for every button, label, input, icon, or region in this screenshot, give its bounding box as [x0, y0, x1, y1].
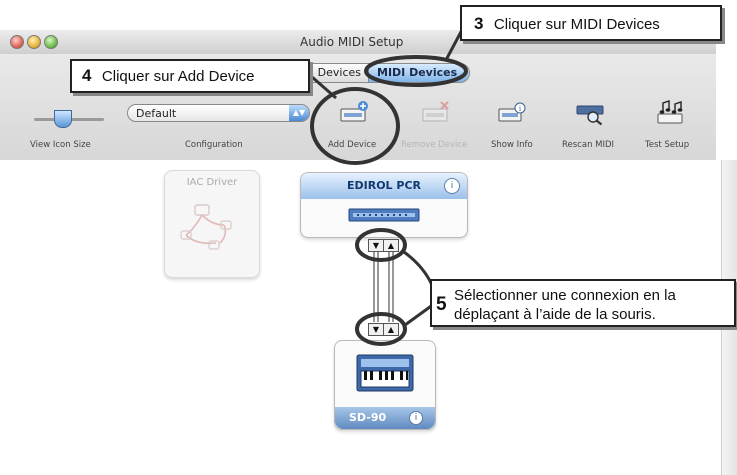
callout-step-5: 5 Sélectionner une connexion en la dépla… — [430, 279, 736, 327]
remove-device-label: Remove Device — [401, 140, 468, 150]
show-info-button[interactable]: i — [496, 100, 528, 126]
edirol-out-port[interactable]: ▼ — [368, 239, 384, 252]
remove-device-icon — [422, 101, 449, 122]
sd90-in-port[interactable]: ▲ — [383, 323, 399, 336]
step-number: 4 — [82, 66, 92, 85]
configuration-value: Default — [136, 107, 177, 120]
iac-driver-icon — [180, 204, 232, 250]
sound-module-keyboard-icon — [356, 354, 414, 392]
device-header: EDIROL PCR i — [301, 173, 467, 199]
configuration-select[interactable]: Default ▲▼ — [127, 104, 310, 122]
test-setup-label: Test Setup — [645, 140, 690, 150]
icon-size-slider-thumb[interactable] — [54, 110, 72, 128]
device-name: IAC Driver — [186, 177, 238, 188]
chevron-updown-icon: ▲▼ — [289, 105, 309, 121]
device-name: SD-90 — [349, 411, 387, 424]
minimize-window-button[interactable] — [27, 35, 41, 49]
step-text: Cliquer sur Add Device — [101, 68, 255, 85]
rescan-midi-label: Rescan MIDI — [562, 140, 615, 150]
device-edirol-pcr[interactable]: EDIROL PCR i — [300, 172, 468, 238]
device-iac-driver[interactable]: IAC Driver — [164, 170, 260, 278]
tab-midi-devices[interactable]: MIDI Devices — [368, 63, 470, 83]
device-sd-90[interactable]: SD-90 i — [334, 340, 436, 430]
device-footer: SD-90 i — [335, 407, 435, 429]
sd90-out-port[interactable]: ▼ — [368, 323, 384, 336]
show-info-label: Show Info — [491, 140, 533, 150]
step-number: 3 — [474, 14, 484, 33]
add-device-icon — [340, 101, 368, 122]
test-setup-icon — [657, 100, 683, 124]
callout-step-3: 3 Cliquer sur MIDI Devices — [460, 5, 722, 41]
show-info-icon: i — [498, 102, 526, 122]
close-window-button[interactable] — [10, 35, 24, 49]
step-number: 5 — [436, 294, 447, 315]
edirol-in-port[interactable]: ▲ — [383, 239, 399, 252]
zoom-window-button[interactable] — [44, 35, 58, 49]
remove-device-button — [420, 100, 452, 126]
callout-step-4: 4 Cliquer sur Add Device — [70, 59, 310, 93]
test-setup-button[interactable] — [655, 100, 687, 126]
configuration-label: Configuration — [185, 140, 243, 150]
step-text-line-2: déplaçant à l’aide de la souris. — [454, 306, 656, 323]
window-title: Audio MIDI Setup — [300, 35, 404, 49]
rescan-midi-icon — [576, 105, 604, 126]
rescan-midi-button[interactable] — [575, 100, 607, 126]
info-icon[interactable]: i — [409, 411, 423, 425]
svg-text:i: i — [519, 105, 522, 113]
info-icon[interactable]: i — [444, 178, 460, 194]
midi-keyboard-controller-icon — [348, 208, 420, 222]
step-text: Sélectionner une connexion en la déplaça… — [454, 286, 676, 324]
device-name: EDIROL PCR — [346, 179, 421, 192]
add-device-label: Add Device — [328, 140, 377, 150]
add-device-button[interactable] — [338, 100, 370, 126]
step-text-line-1: Sélectionner une connexion en la — [454, 287, 676, 304]
step-text: Cliquer sur MIDI Devices — [493, 16, 660, 33]
view-icon-size-label: View Icon Size — [30, 140, 91, 150]
